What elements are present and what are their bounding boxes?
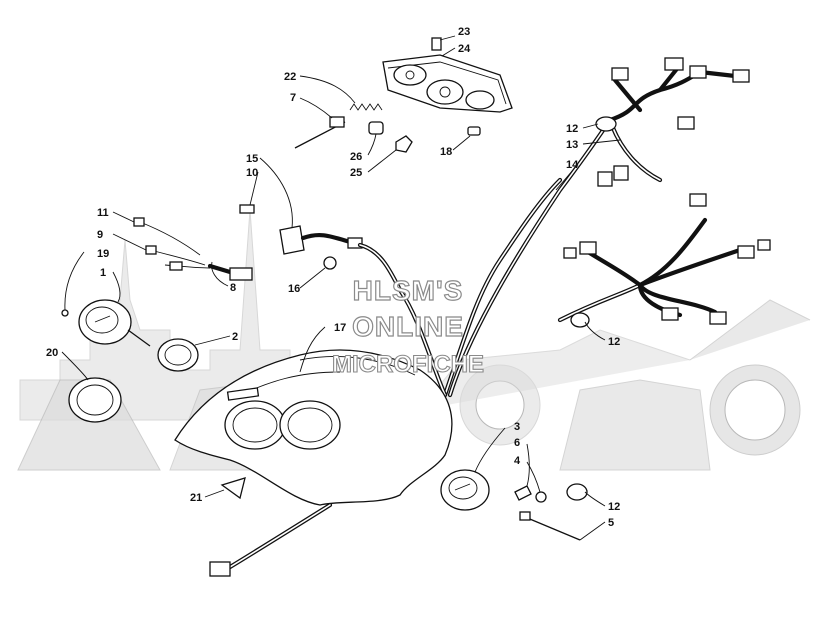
nut-4 (535, 491, 547, 503)
socket-25 (395, 135, 413, 153)
gauge-1 (61, 299, 151, 347)
callout-16: 16 (288, 283, 300, 295)
leader-lines (61, 35, 621, 541)
callout-19: 19 (97, 248, 109, 260)
harness-connectors-upper (597, 57, 750, 187)
spring-22 (349, 103, 383, 111)
callout-2: 2 (232, 331, 238, 343)
callout-6: 6 (514, 437, 520, 449)
cable-5 (519, 511, 581, 541)
callout-22: 22 (284, 71, 296, 83)
callout-15: 15 (246, 153, 258, 165)
callout-25: 25 (350, 167, 362, 179)
cable-7 (294, 116, 346, 149)
watermark-line-3: MICROFICHE (332, 351, 484, 378)
grommet-12-upper (595, 116, 617, 132)
callout-21: 21 (190, 492, 202, 504)
bulb-18 (467, 126, 481, 136)
callout-10: 10 (246, 167, 258, 179)
callout-18: 18 (440, 146, 452, 158)
watermark-line-2: ONLINE (352, 311, 464, 342)
callout-4: 4 (514, 455, 521, 467)
callout-23: 23 (458, 26, 470, 38)
screw-10 (239, 204, 255, 214)
callout-7: 7 (290, 92, 296, 104)
ring-2 (157, 338, 199, 372)
nut-16 (323, 256, 337, 270)
gauge-3 (440, 469, 490, 511)
callout-17: 17 (334, 322, 346, 334)
watermark-line-1: HLSM'S (353, 275, 464, 306)
callout-labels: 23 24 22 7 12 13 14 26 18 25 15 10 11 9 … (46, 26, 620, 529)
callout-12-lower: 12 (608, 501, 620, 513)
watermark-text: HLSM'S ONLINE MICROFICHE (331, 274, 484, 378)
callout-20: 20 (46, 347, 58, 359)
bracket-15 (279, 225, 448, 398)
callout-9: 9 (97, 229, 103, 241)
gauge-harness-9-11 (133, 217, 253, 281)
callout-8: 8 (230, 282, 236, 294)
callout-24: 24 (458, 43, 471, 55)
bulb-26 (368, 121, 384, 135)
callout-13: 13 (566, 139, 578, 151)
right-branch-harness (557, 193, 771, 328)
callout-26: 26 (350, 151, 362, 163)
callout-12-upper: 12 (566, 123, 578, 135)
bezel-20 (68, 377, 122, 423)
callout-1: 1 (100, 267, 106, 279)
hood-panel (174, 349, 453, 506)
washer-6 (514, 485, 532, 501)
decal-21 (220, 477, 246, 500)
callout-12-middle: 12 (608, 336, 620, 348)
bulb-socket-23 (431, 37, 442, 51)
callout-5: 5 (608, 517, 614, 529)
grommet-12-lower (566, 483, 588, 501)
instrument-cluster-housing (382, 54, 513, 113)
lower-harness (209, 502, 333, 577)
callout-11: 11 (97, 207, 109, 219)
callout-14: 14 (566, 159, 579, 171)
callout-3: 3 (514, 421, 520, 433)
